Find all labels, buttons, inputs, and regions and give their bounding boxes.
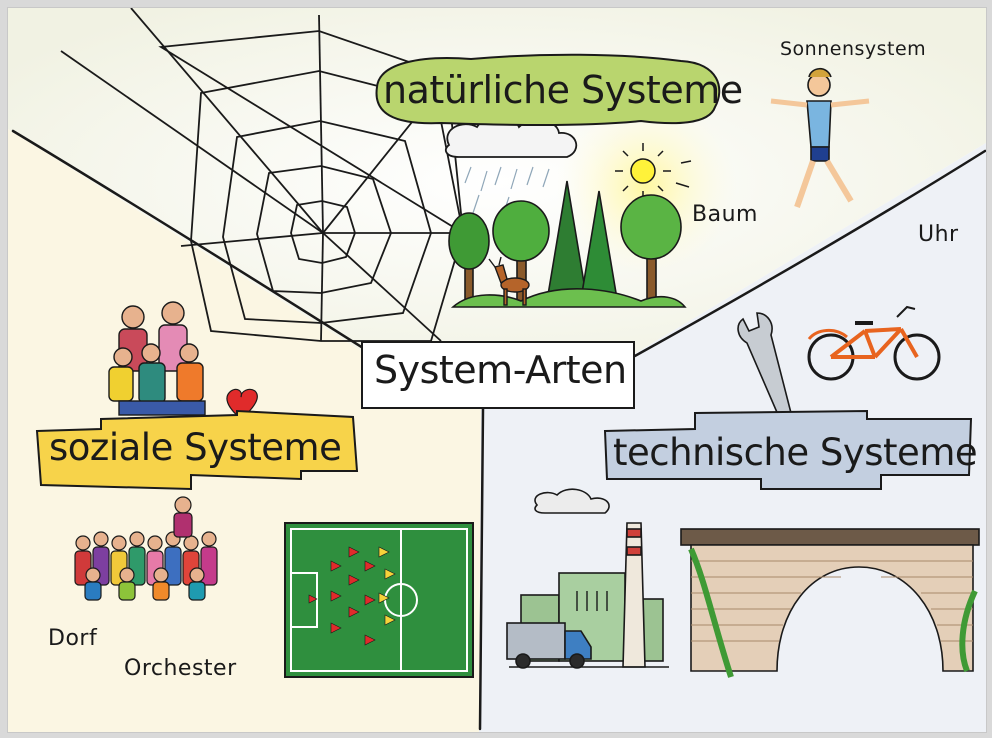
natural-region [8,8,986,356]
social-banner-shape [35,409,359,491]
family-icon [108,301,206,416]
natural-heading: natürliche Systeme [383,68,743,112]
deer-icon [488,256,530,306]
label-dorf: Dorf [48,626,98,651]
poster: natürliche Systeme System-Arten soziale … [7,7,987,733]
label-uhr: Uhr [918,222,959,247]
stone-bridge-icon [680,528,980,678]
page-title: System-Arten [374,348,627,392]
label-baum: Baum [692,202,758,227]
heart-icon [226,388,258,420]
soccer-field-icon [284,522,474,678]
truck-icon [506,622,592,669]
wrench-icon [737,312,792,418]
title-box [361,341,635,409]
technical-heading: technische Systeme [613,431,978,474]
social-heading: soziale Systeme [49,426,342,469]
natural-banner-shape [375,53,721,126]
person-star-icon [770,67,870,208]
sun-icon [615,143,692,199]
bicycle-icon [807,305,941,381]
poster-artwork [8,8,986,732]
label-orchester: Orchester [124,656,237,681]
crowd-icon [74,496,218,601]
technical-banner-shape [603,409,973,490]
label-sonnensystem: Sonnensystem [780,38,927,60]
divider-lines [11,129,986,731]
